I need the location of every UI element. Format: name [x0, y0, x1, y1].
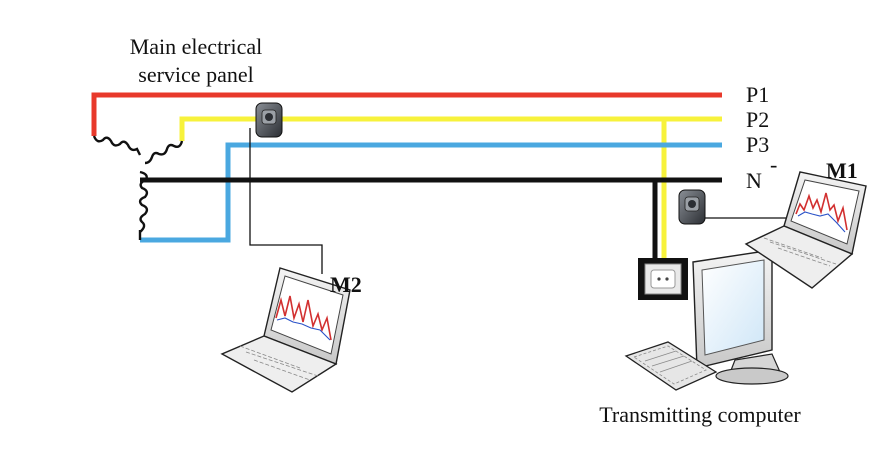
transmitter-label: Transmitting computer	[599, 402, 801, 427]
laptop-icon	[220, 267, 351, 393]
p2-label: P2	[746, 107, 769, 132]
p1-label: P1	[746, 82, 769, 107]
n-label: N	[746, 168, 762, 193]
current-clamp-icon	[678, 189, 706, 225]
m2-label: M2	[330, 272, 362, 297]
current-clamp-icon	[255, 102, 283, 138]
m2-measurement-lead	[249, 128, 323, 274]
panel-label-line-1: Main electrical	[130, 34, 263, 59]
m1-label: M1	[826, 158, 858, 183]
phase-wires	[91, 92, 722, 262]
panel-label-line-2: service panel	[138, 62, 253, 87]
monitor-icon	[692, 249, 789, 385]
phase-3-wire	[140, 142, 722, 243]
laptop-icon	[744, 171, 867, 289]
p3-label: P3	[746, 132, 769, 157]
phase-1-wire	[91, 92, 722, 136]
power-outlet-icon	[638, 258, 688, 300]
n-superscript: -	[770, 152, 777, 177]
phase-2-wire	[179, 116, 722, 141]
keyboard-icon	[624, 341, 718, 391]
transformer-icon	[92, 135, 184, 240]
